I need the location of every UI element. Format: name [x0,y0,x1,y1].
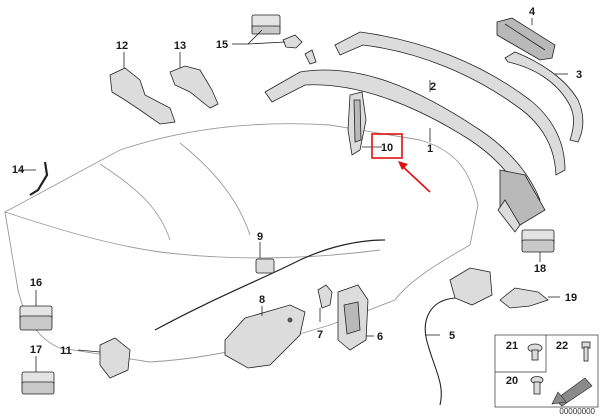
callout-20: 20 [506,375,518,387]
part-6-latch-bracket[interactable] [337,284,369,351]
callout-3: 3 [576,69,582,81]
callout-1: 1 [427,143,433,155]
callout-7: 7 [317,329,323,341]
part-11-corner-bracket[interactable] [99,337,131,379]
callout-13: 13 [174,40,186,52]
part-3-seal-strip[interactable] [504,51,584,143]
roof-outline [4,123,479,363]
callout-4: 4 [529,6,536,18]
part-8-mounting-plate[interactable] [224,304,306,369]
part-20-clip[interactable] [530,376,544,395]
callout-10: 10 [381,142,393,154]
fastener-box [494,334,599,408]
callout-21: 21 [506,340,518,352]
part-4-ribbed-plate[interactable] [496,17,556,61]
callout-22: 22 [556,340,568,352]
part-9-cable[interactable] [154,239,386,331]
part-16-pad[interactable] [19,305,53,331]
highlight-arrow [398,161,431,193]
part-7-pin[interactable] [317,284,333,309]
leader-lines [20,18,568,372]
part-22-screw[interactable] [581,341,591,362]
callout-2: 2 [430,81,436,93]
drawing-number: 00000000 [559,407,595,416]
part-18-pad[interactable] [521,229,555,253]
part-5-lock[interactable] [424,267,493,406]
callout-19: 19 [565,292,577,304]
callout-18: 18 [534,263,546,275]
callout-9: 9 [257,231,263,243]
direction-arrow-graphic [551,377,593,407]
callout-16: 16 [30,277,42,289]
callout-11: 11 [60,345,72,357]
callout-8: 8 [259,294,265,306]
part-21-rivet[interactable] [527,343,543,361]
highlight-box [371,133,403,159]
callout-14: 14 [12,164,25,176]
part-2-upper-rail[interactable] [334,31,566,176]
part-1-roof-frame[interactable] [264,69,546,233]
part-14-bent-rod[interactable] [29,161,49,196]
part-17-pad[interactable] [21,371,55,395]
part-10-bracket[interactable] [347,91,367,156]
part-12-hinge-bracket[interactable] [109,67,176,125]
callout-6: 6 [377,331,383,343]
callout-5: 5 [449,330,455,342]
callout-12: 12 [116,40,128,52]
part-19-spring-bracket[interactable] [499,287,549,309]
part-15-clips[interactable] [251,14,317,65]
callout-15: 15 [216,39,228,51]
part-13-cover-panel[interactable] [169,65,219,109]
callout-17: 17 [30,344,42,356]
callout-labels: 1 2 3 4 5 6 7 8 9 10 11 12 13 14 15 16 1… [12,6,582,387]
